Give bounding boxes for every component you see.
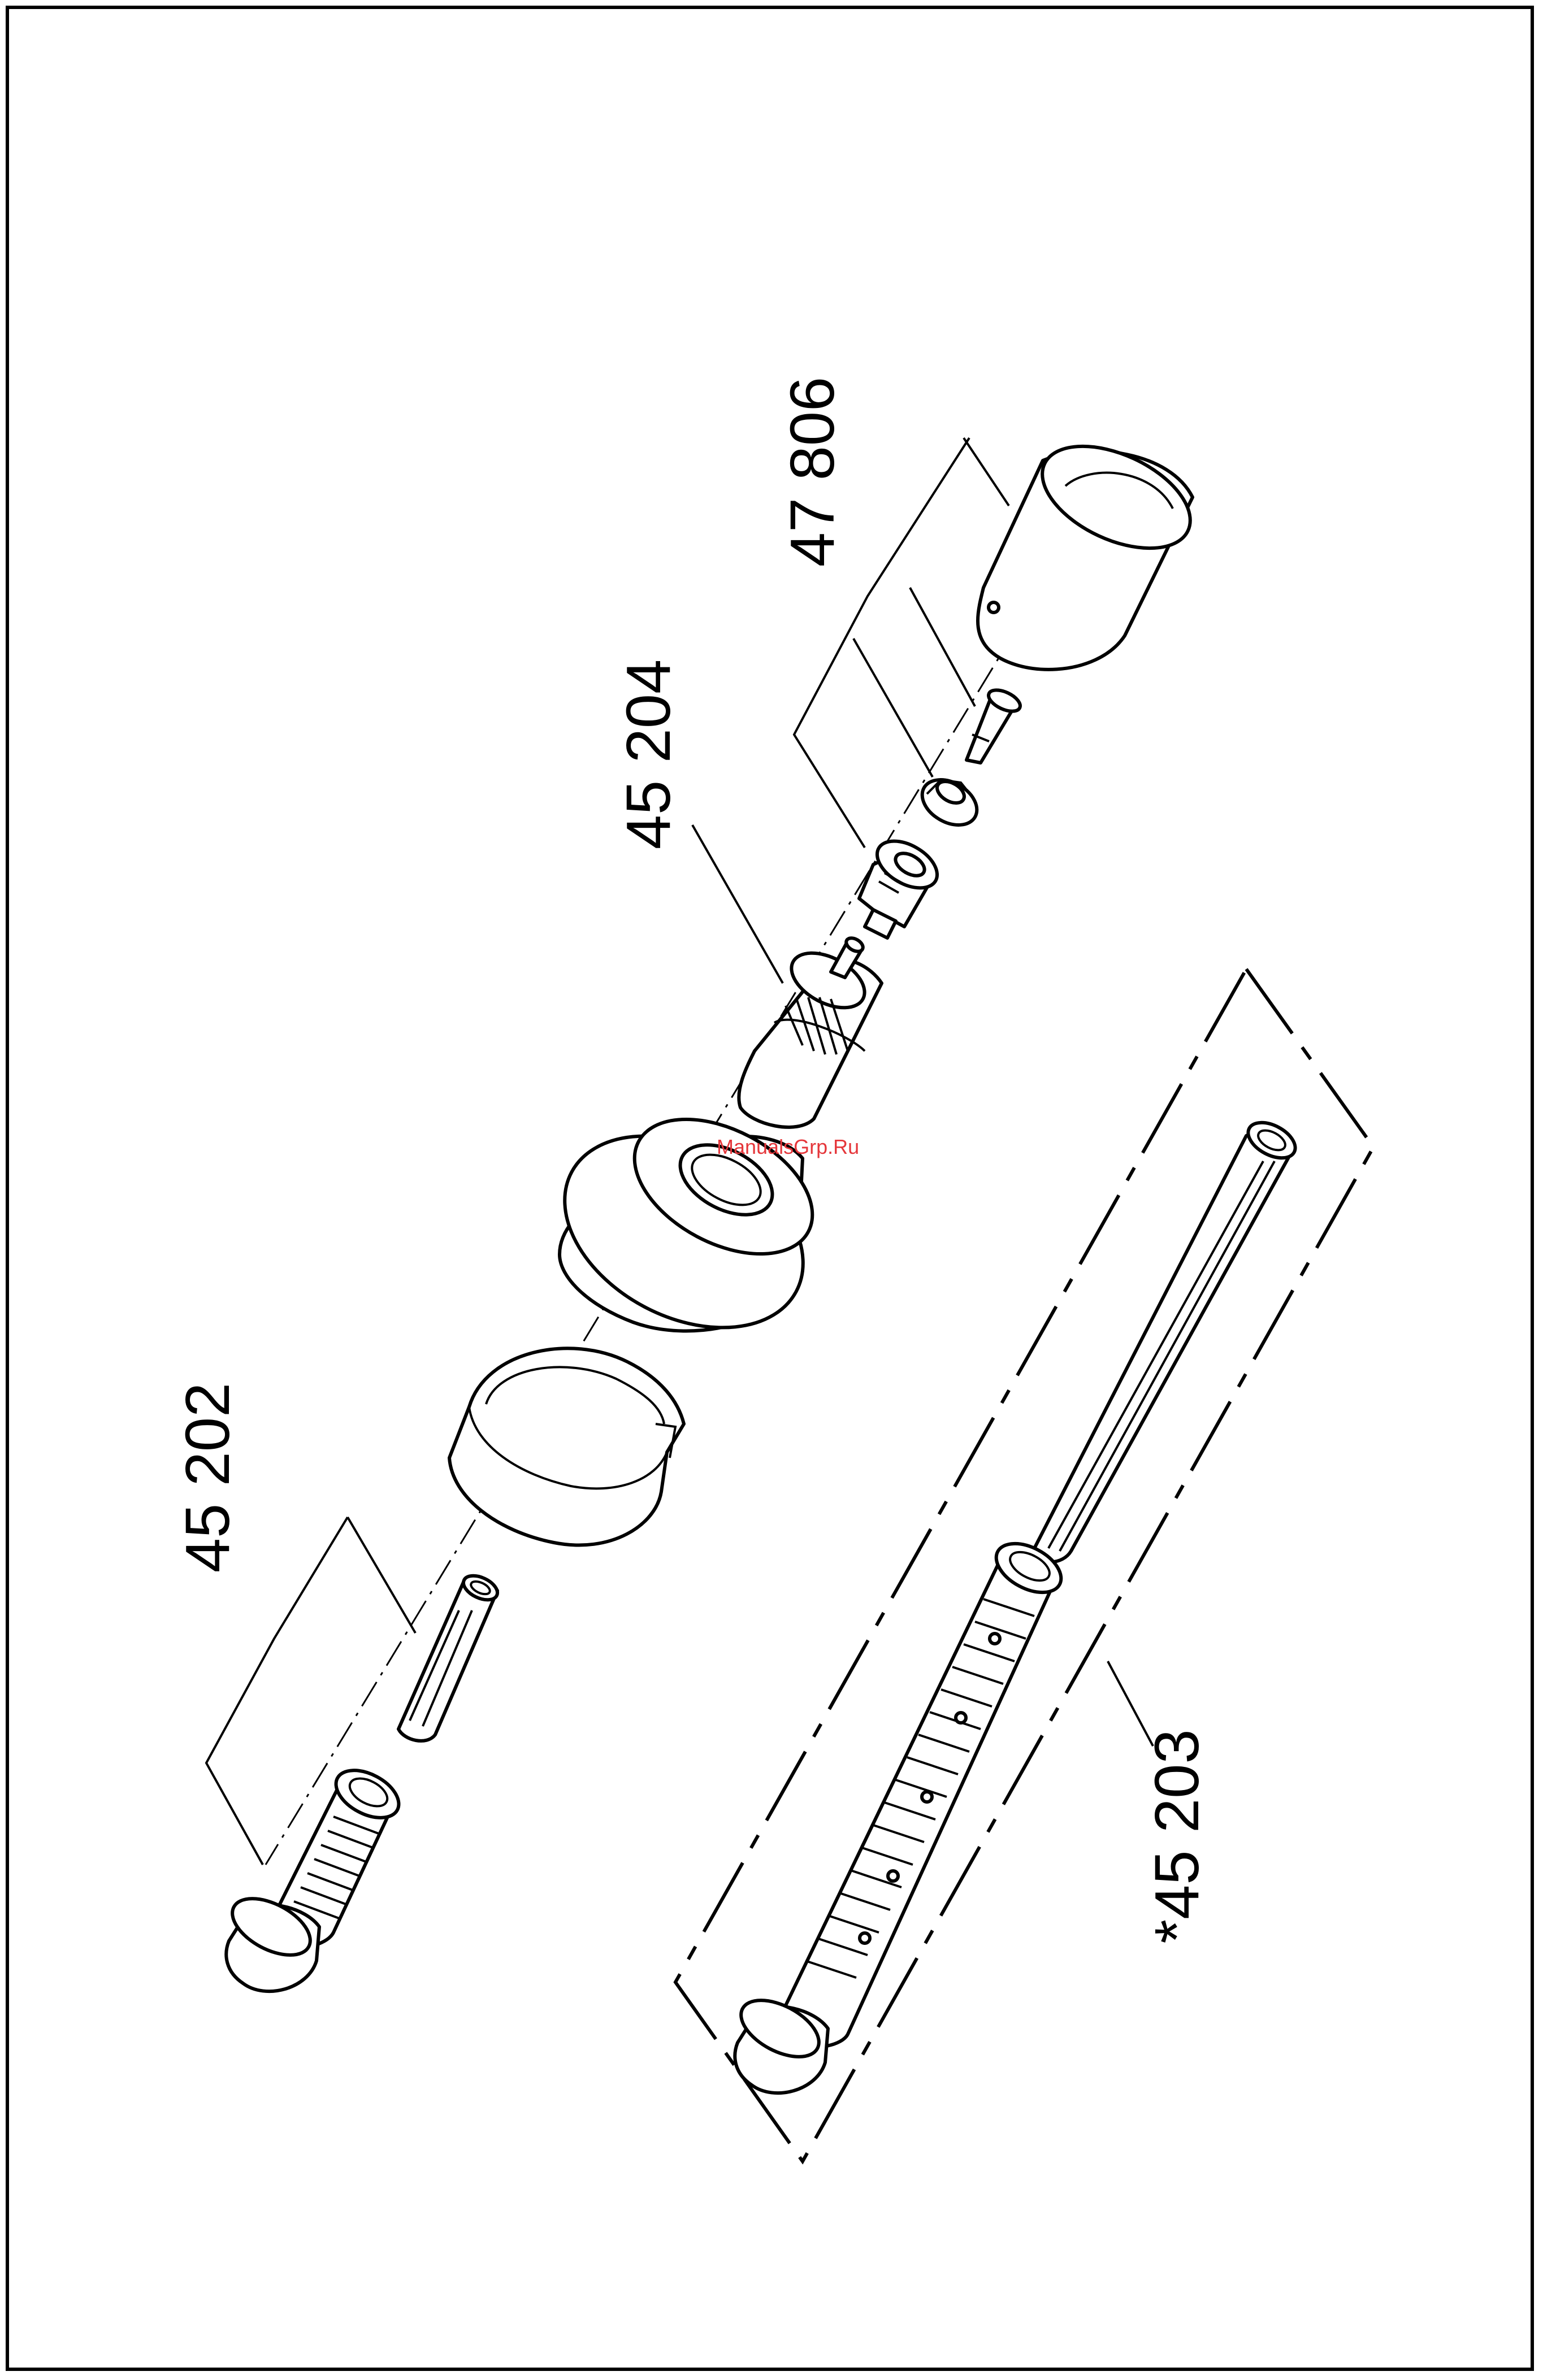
leader-45204 — [692, 825, 783, 983]
callout-45203: *45 203 — [1142, 1729, 1212, 1943]
callout-45202: 45 202 — [173, 1383, 242, 1573]
watermark-text: ManualsGrp.Ru — [717, 1135, 859, 1158]
adjuster-part — [739, 935, 882, 1127]
long-threaded-bolt-part — [732, 1534, 1069, 2093]
socket-screw-part — [859, 832, 945, 938]
pin-sleeve-part — [398, 1571, 501, 1741]
flange-bushing-part — [532, 1092, 836, 1366]
split-ring-part — [449, 1348, 684, 1545]
pin-part — [966, 686, 1024, 763]
cap-part — [978, 425, 1206, 670]
long-tube-part — [1031, 1115, 1301, 1562]
threaded-stud-part — [223, 1761, 406, 1991]
callout-45204: 45 204 — [614, 659, 683, 849]
callout-47806: 47 806 — [778, 377, 847, 567]
